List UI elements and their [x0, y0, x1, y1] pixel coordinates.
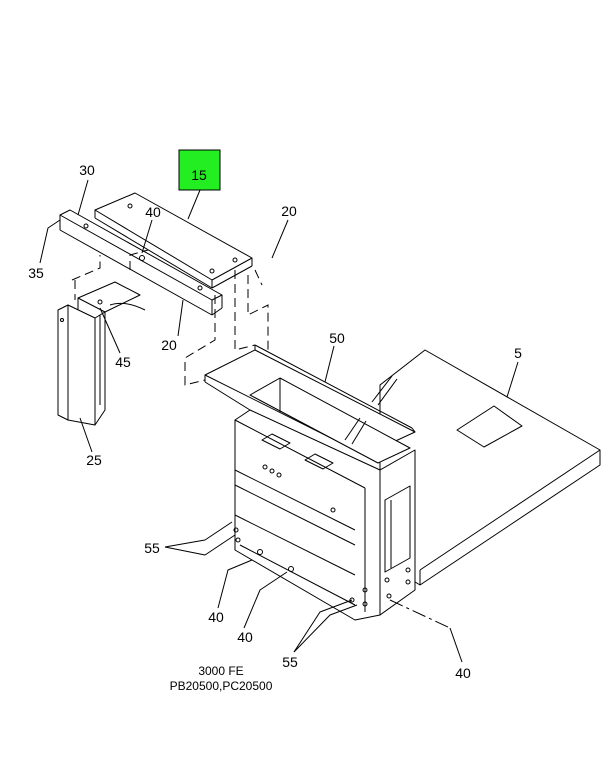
callout-40-low-left[interactable]: 40 — [208, 609, 224, 625]
callout-30[interactable]: 30 — [79, 162, 95, 178]
callout-25[interactable]: 25 — [86, 452, 102, 468]
part-25-side-panel[interactable] — [57, 304, 106, 426]
callout-20-left[interactable]: 20 — [161, 337, 177, 353]
highlight-box[interactable] — [178, 149, 221, 191]
callout-50[interactable]: 50 — [329, 330, 345, 346]
part-30-rail[interactable] — [59, 209, 223, 316]
callout-20-right[interactable]: 20 — [281, 203, 297, 219]
callout-45[interactable]: 45 — [115, 354, 131, 370]
callout-40-low-mid[interactable]: 40 — [237, 629, 253, 645]
callout-5[interactable]: 5 — [514, 345, 522, 361]
caption-codes: PB20500,PC20500 — [170, 679, 273, 693]
leader-lines — [39, 179, 519, 663]
part-15-bracket[interactable] — [94, 192, 253, 289]
callout-15[interactable]: 15 — [191, 167, 207, 183]
part-50-housing[interactable] — [204, 344, 416, 621]
diagram-caption: 3000 FE PB20500,PC20500 — [170, 664, 273, 693]
callout-labels: 15 30 40 20 35 20 45 50 5 25 55 40 40 55… — [28, 149, 522, 681]
callout-40-top[interactable]: 40 — [145, 204, 161, 220]
callout-55-bottom[interactable]: 55 — [282, 654, 298, 670]
part-45-clip[interactable] — [77, 281, 146, 325]
assembly-lines — [71, 249, 451, 629]
callout-40-right[interactable]: 40 — [455, 665, 471, 681]
callout-35[interactable]: 35 — [28, 265, 44, 281]
callout-55-left[interactable]: 55 — [144, 540, 160, 556]
caption-model: 3000 FE — [198, 664, 243, 678]
